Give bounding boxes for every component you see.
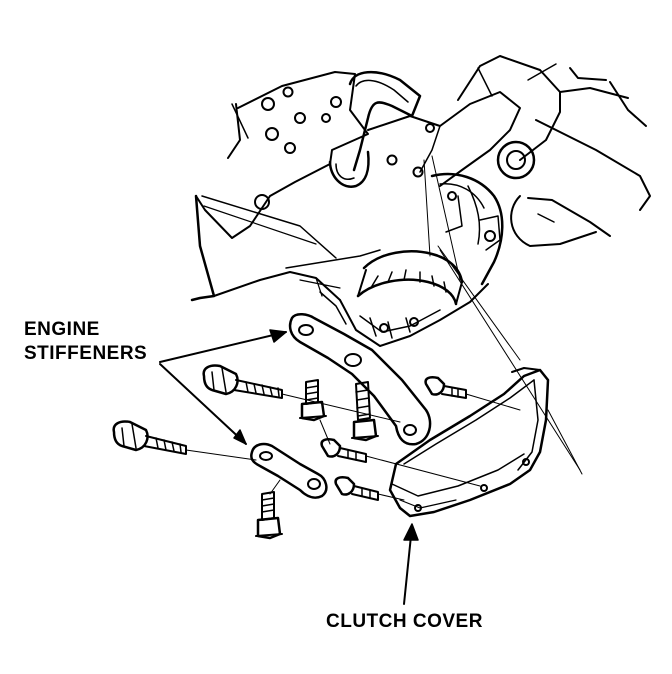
engine-stiffener-upper	[288, 313, 432, 446]
clutch-cover	[388, 367, 550, 518]
alignment-lines	[185, 155, 583, 501]
long-bolt-upper	[202, 364, 283, 399]
long-bolt-lower	[112, 420, 187, 455]
short-bolt-2	[320, 438, 367, 463]
engine-block	[190, 55, 651, 347]
stiffener-callout-arrows	[159, 329, 287, 445]
engine-stiffeners-label: ENGINE STIFFENERS	[24, 318, 147, 366]
short-bolt-3	[334, 476, 379, 501]
engine-stiffeners-label-line1: ENGINE	[24, 319, 100, 340]
clutch-cover-label: CLUTCH COVER	[326, 611, 483, 632]
clutch-cover-callout-arrow	[403, 523, 419, 605]
vertical-bolt-c	[255, 491, 283, 540]
engine-stiffeners-label-line2: STIFFENERS	[24, 343, 148, 364]
vertical-bolt-b	[351, 381, 379, 442]
short-bolt-1	[424, 376, 467, 399]
engine-stiffener-lower	[250, 442, 328, 499]
vertical-bolt-a	[299, 379, 327, 422]
